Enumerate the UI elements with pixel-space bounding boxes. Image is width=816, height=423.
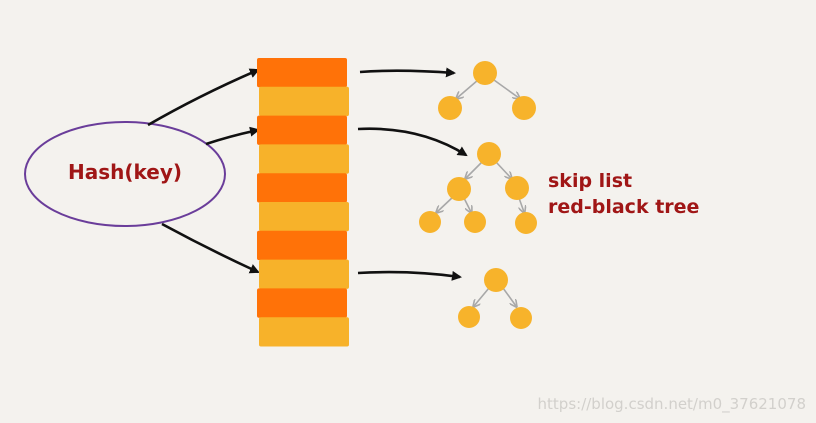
bucket-cell (257, 58, 347, 88)
bucket-cell (259, 317, 349, 347)
tree-1-node (438, 96, 462, 120)
tree-2-node (515, 212, 537, 234)
bucket-arrow-1 (359, 67, 456, 78)
tree-3-node (458, 306, 480, 328)
bucket-arrow-2 (357, 127, 468, 157)
tree-3 (458, 268, 532, 329)
tree-1-edge (493, 79, 519, 98)
tree-1-edge (457, 79, 479, 98)
hash-arrow-3 (161, 222, 260, 274)
tree-1-node (473, 61, 497, 85)
hash-arrow-2 (205, 126, 260, 146)
tree-1-node (512, 96, 536, 120)
tree-2-edge (519, 197, 524, 212)
bucket-cell (259, 259, 349, 289)
tree-3-edge (474, 287, 490, 306)
bucket-cell (259, 202, 349, 232)
tree-2-edge (437, 195, 455, 212)
tree-2-node (464, 211, 486, 233)
bucket-cell (257, 230, 347, 261)
hash-label: Hash(key) (67, 160, 183, 184)
tree-2-node (505, 176, 529, 200)
hash-arrows (147, 68, 260, 274)
tree-2-node (477, 142, 501, 166)
bucket-cell (257, 173, 347, 203)
tree-3-node (510, 307, 532, 329)
bucket-cell (257, 115, 347, 145)
bucket-cell (259, 86, 349, 117)
tree-3-node (484, 268, 508, 292)
bucket-array (257, 58, 349, 347)
tree-2-edge (495, 161, 511, 178)
tree-2-edge (466, 161, 483, 178)
tree-2-node (419, 211, 441, 233)
bucket-cell (259, 144, 349, 174)
bucket-cell (257, 288, 347, 318)
hash-arrow-1 (147, 68, 260, 127)
tree-3-edge (502, 287, 516, 306)
hash-ellipse (24, 121, 226, 227)
red-black-tree-label: red-black tree (548, 196, 700, 218)
bucket-arrows (357, 67, 468, 281)
tree-2-edge (463, 197, 471, 212)
watermark: https://blog.csdn.net/m0_37621078 (537, 395, 806, 413)
skip-list-label: skip list (548, 170, 633, 192)
tree-2 (419, 142, 537, 234)
tree-2-node (447, 177, 471, 201)
tree-1 (438, 61, 536, 120)
bucket-arrow-3 (357, 270, 462, 281)
